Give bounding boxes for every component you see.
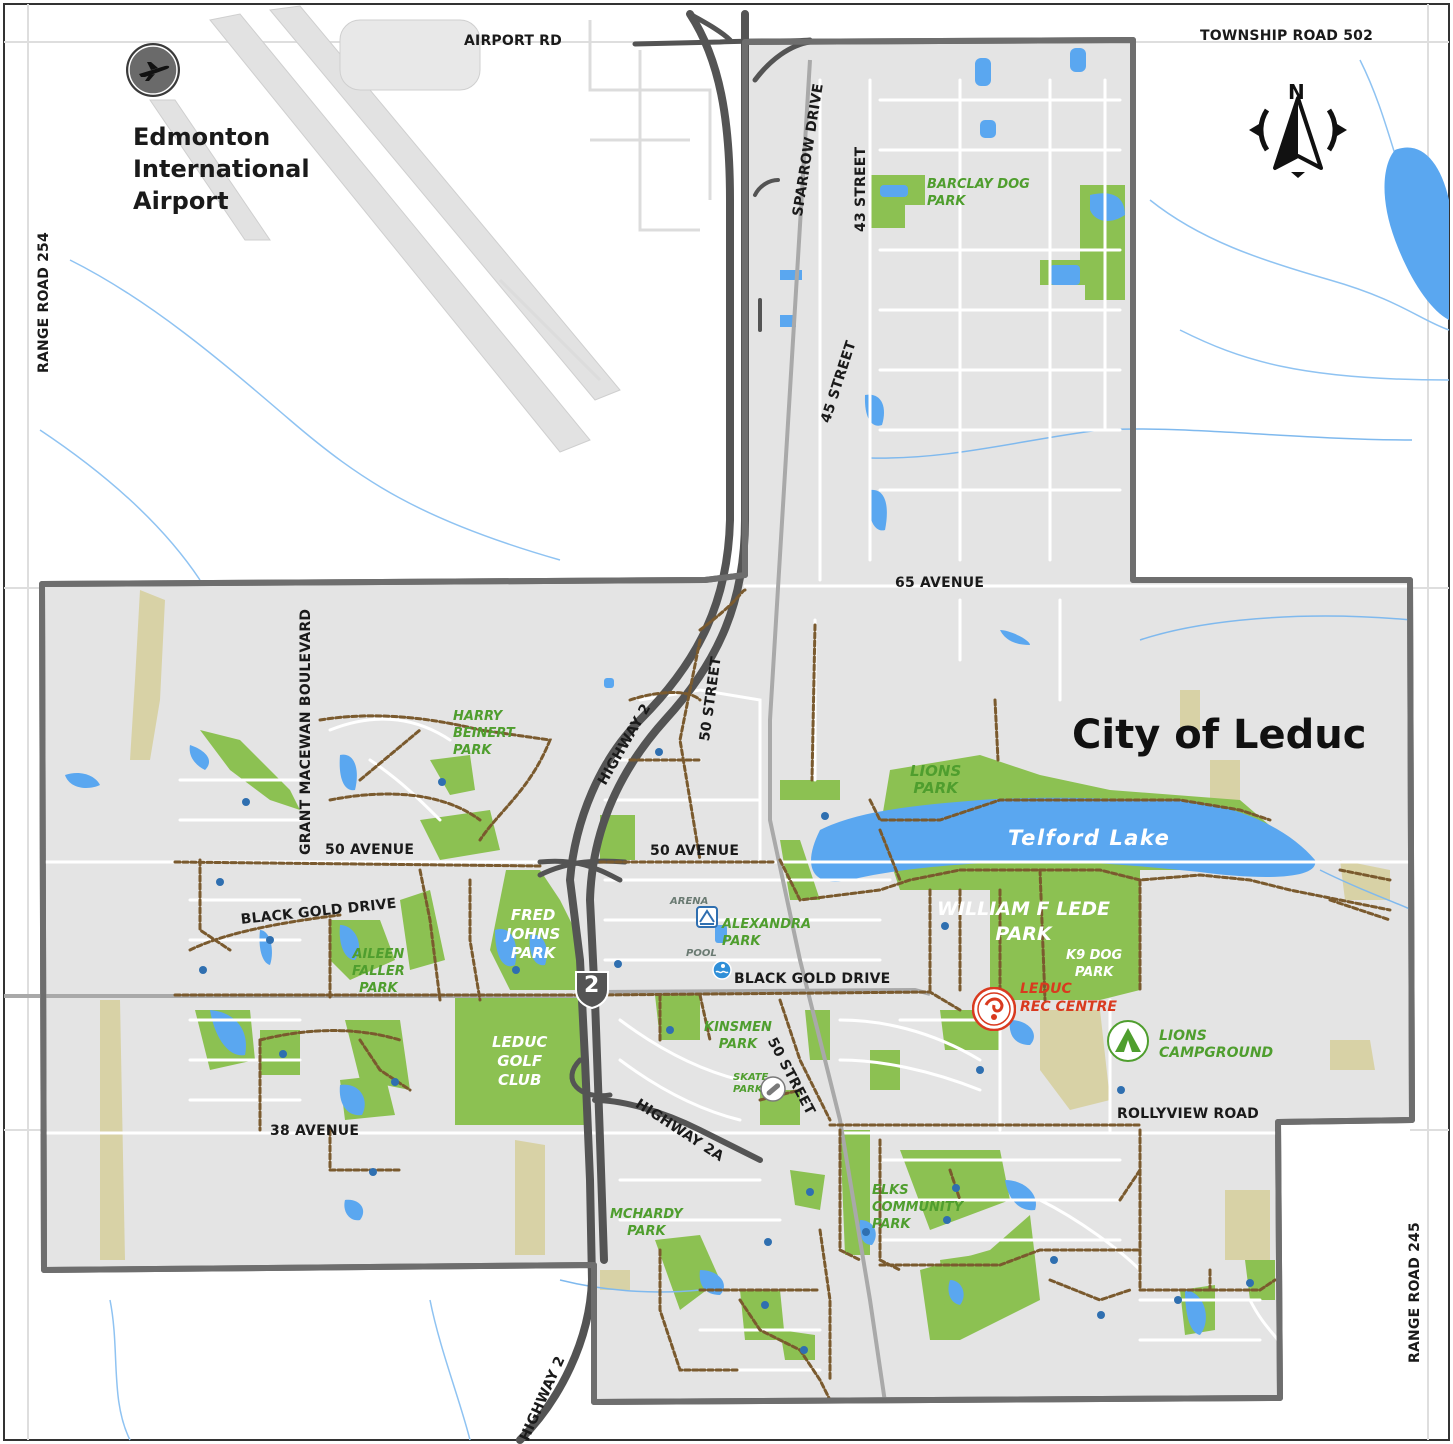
- park-label-line: BARCLAY DOG: [927, 177, 1030, 192]
- park-label-line: CLUB: [498, 1071, 542, 1089]
- road-label-38-avenue: 38 AVENUE: [270, 1123, 360, 1139]
- park-label-aileen-faller: AILEEN FALLER PARK: [352, 946, 405, 997]
- poi-label-pool: POOL: [686, 948, 717, 959]
- poi-label-campground: LIONS CAMPGROUND: [1159, 1028, 1273, 1062]
- highway-shield-icon: [572, 968, 612, 1010]
- park-label-line: HARRY: [453, 709, 503, 724]
- park-label-line: MCHARDY: [610, 1207, 683, 1222]
- park-label-william-lede: WILLIAM F LEDE PARK: [937, 897, 1110, 947]
- park-label-line: PARK: [872, 1217, 911, 1232]
- park-label-leduc-golf: LEDUC GOLF CLUB: [492, 1033, 547, 1090]
- park-label-kinsmen: KINSMEN PARK: [704, 1019, 772, 1053]
- park-label-line: PARK: [722, 934, 761, 949]
- airplane-icon: [125, 42, 181, 98]
- park-label-k9: K9 DOG PARK: [1066, 947, 1122, 981]
- park-label-line: KINSMEN: [704, 1020, 772, 1035]
- park-label-line: PARK: [510, 944, 556, 962]
- poi-label-arena: ARENA: [670, 896, 709, 907]
- park-label-line: PARK: [453, 743, 492, 758]
- arena-icon: [696, 906, 718, 928]
- road-label-43-street: 43 STREET: [853, 146, 869, 232]
- park-label-lions-park: LIONS PARK: [910, 763, 961, 797]
- park-label-line: FRED: [510, 906, 556, 924]
- airport-label: Edmonton International Airport: [133, 121, 310, 217]
- road-label-airport-rd: AIRPORT RD: [464, 33, 562, 49]
- park-label-line: ELKS: [872, 1183, 909, 1198]
- park-label-alexandra: ALEXANDRA PARK: [722, 916, 811, 950]
- road-label-township-502: TOWNSHIP ROAD 502: [1200, 28, 1374, 44]
- airport-roads: [498, 20, 712, 382]
- creeks: [39, 59, 1450, 1441]
- park-label-line: PARK: [718, 1037, 758, 1052]
- pool-icon: [712, 960, 732, 980]
- poi-label-line: REC CENTRE: [1020, 999, 1117, 1015]
- park-label-line: PARK: [359, 981, 398, 996]
- poi-label-line: CAMPGROUND: [1159, 1045, 1274, 1061]
- park-label-line: PARK: [927, 194, 966, 209]
- park-label-barclay: BARCLAY DOG PARK: [927, 176, 1030, 210]
- park-label-line: PARK: [913, 779, 958, 797]
- rec-centre-icon: [971, 986, 1017, 1032]
- park-label-fred-johns: FRED JOHNS PARK: [506, 906, 560, 963]
- park-label-line: PARK: [627, 1224, 666, 1239]
- park-label-line: WILLIAM F LEDE: [937, 898, 1110, 920]
- road-label-50-avenue-west: 50 AVENUE: [325, 842, 415, 858]
- park-label-line: LEDUC: [492, 1033, 548, 1051]
- road-label-50-avenue-east: 50 AVENUE: [650, 843, 740, 859]
- natural-areas: [100, 590, 1390, 1290]
- park-label-elks: ELKS COMMUNITY PARK: [872, 1182, 963, 1233]
- street-network: [40, 78, 1412, 1372]
- park-label-line: GOLF: [497, 1052, 543, 1070]
- skateboard-icon: [760, 1076, 786, 1102]
- road-label-range-254: RANGE ROAD 254: [36, 232, 52, 373]
- airport-label-line: Airport: [133, 187, 229, 215]
- highways: [516, 10, 813, 1444]
- park-label-line: JOHNS: [506, 925, 561, 943]
- city-boundary: [39, 37, 1415, 1405]
- park-label-harry-beinert: HARRY BEINERT PARK: [453, 708, 515, 759]
- compass-letter: N: [1288, 80, 1305, 104]
- park-label-line: BEINERT: [453, 726, 515, 741]
- park-label-skate: SKATE PARK: [733, 1072, 768, 1096]
- road-label-grant-macewan: GRANT MACEWAN BOULEVARD: [298, 608, 314, 855]
- airport-runways: [149, 5, 621, 453]
- poi-label-line: LEDUC: [1020, 981, 1072, 997]
- park-label-line: FALLER: [352, 964, 405, 979]
- park-label-line: LIONS: [910, 762, 962, 780]
- park-label-line: PARK: [995, 923, 1052, 945]
- road-label-black-gold-east: BLACK GOLD DRIVE: [734, 971, 891, 987]
- poi-label-rec-centre: LEDUC REC CENTRE: [1020, 980, 1117, 1016]
- road-label-65-avenue: 65 AVENUE: [895, 575, 985, 591]
- pond-northeast: [1384, 147, 1449, 320]
- park-label-line: PARK: [733, 1084, 763, 1095]
- park-label-line: COMMUNITY: [872, 1200, 964, 1215]
- road-label-range-245: RANGE ROAD 245: [1407, 1222, 1423, 1363]
- poi-label-line: LIONS: [1159, 1028, 1207, 1044]
- compass-rose-icon: [1245, 80, 1351, 180]
- airport-label-line: Edmonton: [133, 123, 271, 151]
- park-label-line: PARK: [1074, 965, 1114, 980]
- lake-label: Telford Lake: [1008, 826, 1171, 850]
- highway-shield-number: 2: [584, 973, 600, 998]
- park-label-line: ALEXANDRA: [722, 917, 812, 932]
- park-label-line: AILEEN: [352, 947, 405, 962]
- campground-icon: [1107, 1020, 1149, 1062]
- park-label-line: SKATE: [733, 1072, 769, 1083]
- playground-markers: [199, 748, 1254, 1354]
- park-label-line: K9 DOG: [1066, 948, 1123, 963]
- park-label-mchardy: MCHARDY PARK: [610, 1206, 683, 1240]
- city-label: City of Leduc: [1072, 712, 1367, 758]
- road-label-rollyview: ROLLYVIEW ROAD: [1117, 1106, 1259, 1122]
- airport-label-line: International: [133, 155, 310, 183]
